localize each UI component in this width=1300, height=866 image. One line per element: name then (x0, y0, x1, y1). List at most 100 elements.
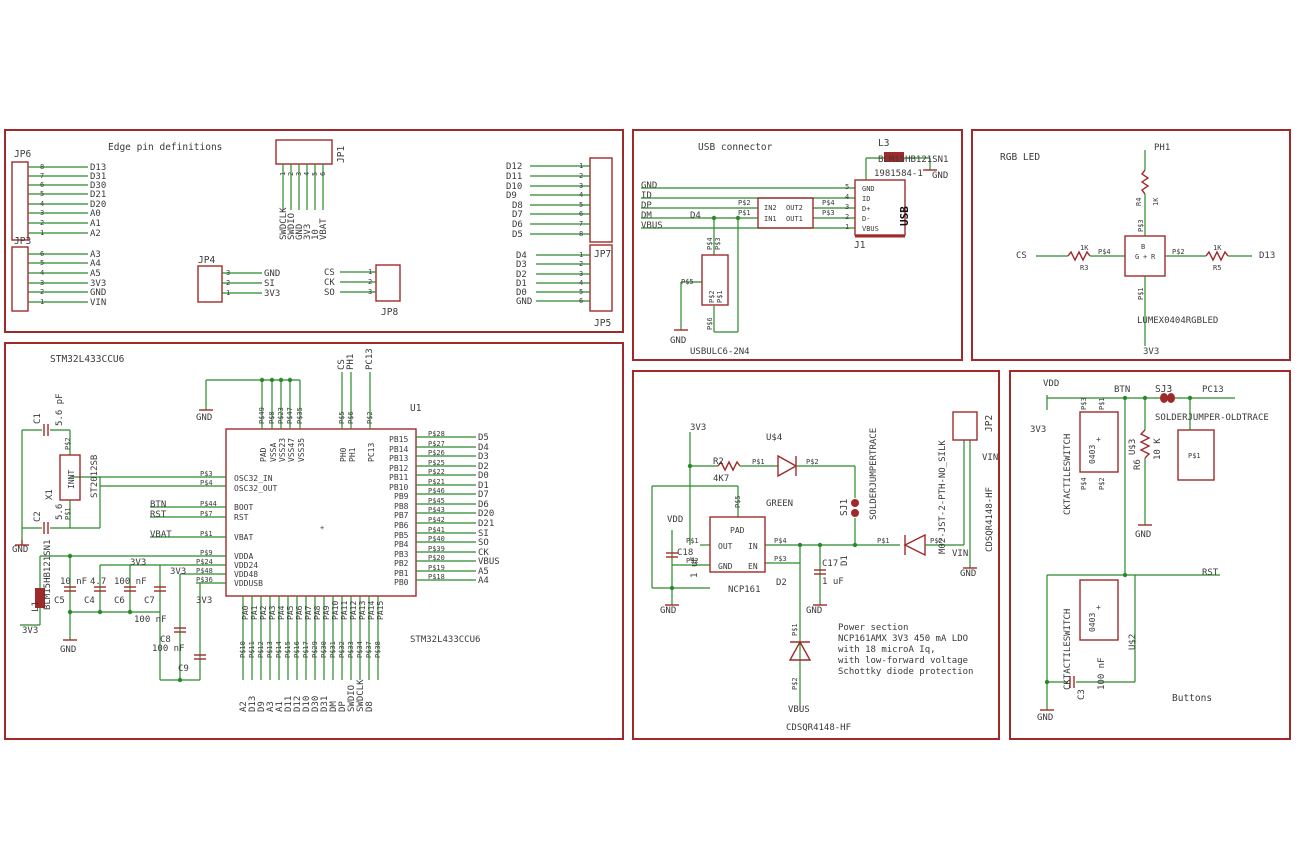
svg-text:D4: D4 (478, 443, 489, 453)
svg-text:4: 4 (40, 269, 44, 277)
svg-text:P$5: P$5 (681, 278, 694, 286)
svg-text:DM: DM (641, 211, 652, 221)
ncp161-part: NCP161 (728, 585, 761, 595)
svg-text:VIN: VIN (90, 298, 106, 308)
sj1-pad-b (851, 509, 859, 517)
svg-text:D7: D7 (512, 210, 523, 220)
svg-text:IN1: IN1 (764, 215, 777, 223)
svg-text:GND: GND (641, 181, 657, 191)
svg-text:P$29: P$29 (311, 641, 319, 658)
power-wires (651, 432, 971, 710)
c18-value: 1 uF (690, 556, 700, 578)
svg-text:SO: SO (324, 288, 335, 298)
svg-text:PC13: PC13 (365, 348, 375, 370)
power-gnd-a: GND (660, 606, 676, 616)
svg-text:2: 2 (845, 213, 849, 221)
rgb-ph1-label: PH1 (1154, 143, 1170, 153)
svg-text:D0: D0 (478, 471, 489, 481)
svg-text:P$15: P$15 (284, 641, 292, 658)
svg-text:VSS35: VSS35 (297, 438, 306, 462)
d1-ref: D1 (840, 555, 850, 566)
c2-value: 5.6 (55, 504, 65, 520)
svg-text:PA12: PA12 (349, 601, 358, 620)
u2-plus: + (1096, 603, 1101, 612)
svg-text:SWDCLK: SWDCLK (279, 207, 289, 240)
l1-ferrite-icon (35, 588, 45, 608)
svg-text:VBAT: VBAT (150, 530, 172, 540)
svg-text:SWDIO: SWDIO (287, 213, 297, 240)
svg-text:P$16: P$16 (293, 641, 301, 658)
usb-d4-label: D4 (690, 211, 701, 221)
svg-text:SI: SI (264, 279, 275, 289)
r6-ref: R6 (1133, 459, 1143, 470)
svg-text:P$45: P$45 (428, 497, 445, 505)
buttons-rst: RST (1202, 568, 1219, 578)
svg-text:P$1: P$1 (738, 209, 751, 217)
d1-part: CDSQR4148-HF (985, 487, 995, 552)
jp2-connector (952, 411, 978, 441)
svg-text:3: 3 (40, 209, 44, 217)
svg-text:CK: CK (324, 278, 335, 288)
c8-value: 100 nF (152, 644, 185, 654)
svg-text:1: 1 (845, 223, 849, 231)
svg-text:10: 10 (311, 229, 321, 240)
c17-value: 1 uF (822, 577, 844, 587)
u4-ref: U$4 (766, 433, 782, 443)
rgb-3v3-label: 3V3 (1143, 347, 1159, 357)
u4-color: GREEN (766, 499, 793, 509)
r3-resistor (1067, 250, 1091, 262)
svg-text:VSSA: VSSA (269, 443, 278, 462)
svg-text:5: 5 (40, 259, 44, 267)
jp6-label: JP6 (14, 149, 31, 160)
svg-text:OSC32_OUT: OSC32_OUT (234, 484, 278, 493)
svg-text:PC13: PC13 (367, 443, 376, 462)
u1-bottom-pins: PA0 PA1 PA2 PA3 PA4 PA5 PA6 PA7 PA8 PA9 … (239, 596, 385, 712)
svg-text:D0: D0 (516, 288, 527, 298)
svg-text:D5: D5 (478, 433, 489, 443)
svg-text:D2: D2 (516, 270, 527, 280)
sj3-pad-b (1167, 393, 1175, 403)
svg-text:PB7: PB7 (394, 511, 409, 520)
svg-text:3: 3 (579, 182, 583, 190)
svg-text:1K: 1K (1213, 244, 1222, 252)
jp4-connector (197, 265, 223, 303)
buttons-gnd-b: GND (1037, 713, 1053, 723)
svg-text:PA9: PA9 (322, 605, 331, 620)
svg-text:D20: D20 (90, 200, 106, 210)
svg-text:D6: D6 (478, 500, 489, 510)
c5-value: 10 nF (60, 577, 87, 587)
svg-text:P$2: P$2 (366, 411, 374, 424)
usbulc6-chip (757, 197, 814, 229)
r2-value: 4K7 (713, 474, 729, 484)
u2-tactile-switch (1079, 579, 1119, 641)
svg-text:PA14: PA14 (367, 601, 376, 620)
svg-text:A5: A5 (90, 269, 101, 279)
svg-text:7: 7 (40, 172, 44, 180)
svg-text:with low-forward voltage: with low-forward voltage (838, 656, 968, 666)
svg-text:3: 3 (295, 172, 303, 176)
svg-text:GND: GND (90, 288, 106, 298)
svg-text:D20: D20 (478, 509, 494, 519)
svg-text:D11: D11 (284, 696, 294, 712)
svg-text:IN2: IN2 (764, 204, 777, 212)
l1-ref: L1 (31, 601, 41, 612)
svg-text:3: 3 (40, 279, 44, 287)
x1-part: ST2012SB (90, 455, 100, 498)
svg-text:3V3: 3V3 (303, 224, 313, 240)
buttons-3v3: 3V3 (1030, 425, 1046, 435)
svg-text:1: 1 (40, 229, 44, 237)
c1-value: 5.6 pF (55, 393, 65, 426)
svg-text:CK: CK (478, 548, 489, 558)
svg-text:D31: D31 (90, 172, 106, 182)
svg-text:P$39: P$39 (428, 545, 445, 553)
l3-ferrite-icon (884, 152, 904, 162)
svg-text:VDD48: VDD48 (234, 570, 258, 579)
chip-origin-cross: + (320, 524, 324, 532)
svg-text:OUT: OUT (718, 542, 733, 551)
svg-text:D3: D3 (516, 260, 527, 270)
svg-text:D31: D31 (320, 696, 330, 712)
svg-text:P$37: P$37 (365, 641, 373, 658)
svg-text:2: 2 (40, 288, 44, 296)
jp2-ref: JP2 (984, 415, 995, 432)
svg-text:P$46: P$46 (428, 487, 445, 495)
